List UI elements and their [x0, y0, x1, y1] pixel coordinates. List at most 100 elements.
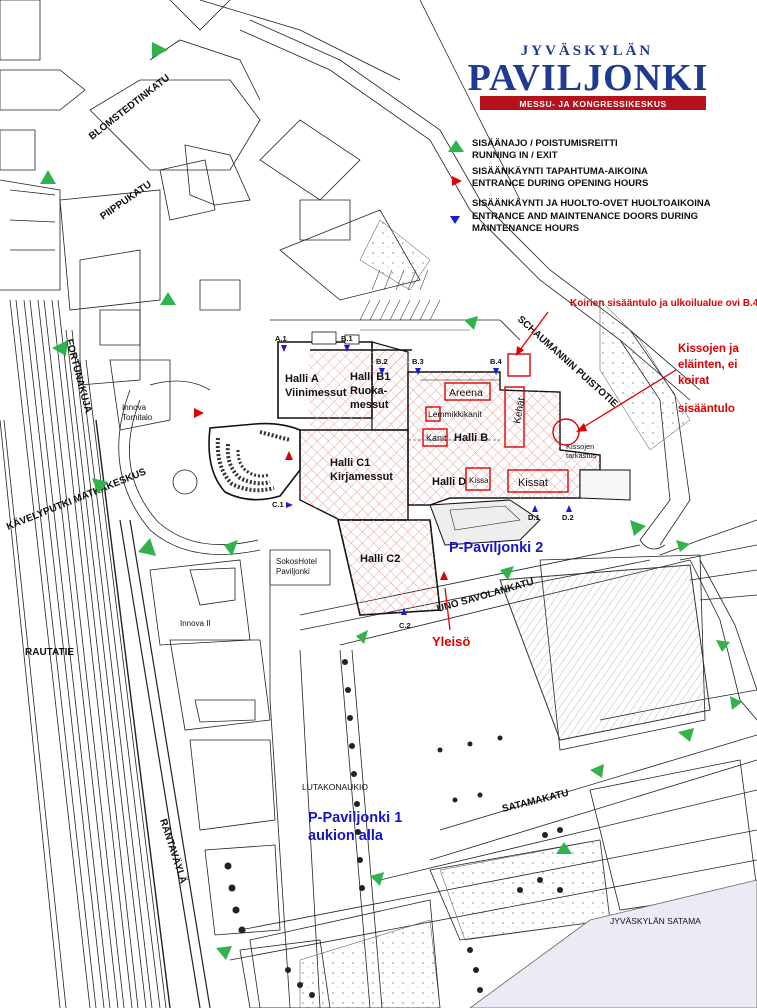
hall-labels: Halli A Viinimessut Halli B1 Ruoka- mess…	[285, 371, 488, 565]
note-kissojen-1: Kissojen ja	[678, 343, 739, 355]
logo-sub: MESSU- JA KONGRESSIKESKUS	[519, 99, 666, 109]
note-kissojen-3: koirat	[678, 375, 709, 387]
red-triangle-icon	[285, 451, 293, 460]
zone-labels: Areena Lemmikkikanit Kanit Kehät Kissa K…	[426, 387, 597, 489]
street-rantavayla: RANTAVÄYLÄ	[157, 817, 190, 885]
blue-triangle-icon	[566, 505, 572, 512]
public-entrances	[194, 408, 448, 580]
note-kissojen-arrow	[581, 369, 677, 429]
sokos-2: Paviljonki	[276, 567, 310, 576]
green-triangle-icon	[500, 566, 514, 580]
sokos-1: SokosHotel	[276, 557, 317, 566]
green-triangle-icon	[224, 540, 238, 556]
parking-lot-p2	[499, 564, 711, 741]
street-jyvaskylan-satama: JYVÄSKYLÄN SATAMA	[610, 916, 701, 926]
plaza	[118, 380, 261, 555]
green-triangle-icon	[52, 340, 68, 356]
zone-lemmikkikanit	[425, 406, 441, 422]
parking-labels: P-Paviljonki 2 P-Paviljonki 1 aukion all…	[308, 540, 543, 844]
blue-triangle-icon	[493, 368, 499, 375]
street-kavelyputki: KÄVELYPUTKI MATKAKESKUS	[4, 465, 148, 533]
zone-kehat	[504, 386, 525, 448]
trees	[224, 659, 563, 998]
hall-b-title: Halli B	[454, 432, 488, 444]
door-c2-label: C.2	[399, 621, 411, 630]
innova-tornitalo-1: Innova	[122, 403, 147, 412]
door-b3-label: B.3	[412, 357, 424, 366]
blue-triangle-icon	[281, 345, 287, 352]
red-triangle-icon	[194, 408, 204, 418]
door-c1-label: C.1	[272, 500, 284, 509]
door-d1-label: D.1	[528, 513, 540, 522]
green-triangle-icon	[730, 696, 742, 710]
legend: SISÄÄNAJO / POISTUMISREITTI RUNNING IN /…	[448, 138, 711, 234]
harbor-water	[469, 879, 757, 1008]
hall-c1-subtitle: Kirjamessut	[330, 471, 393, 483]
green-triangle-icon	[152, 42, 168, 58]
street-rautatie: RAUTATIE	[25, 647, 74, 658]
label-kanit: Kanit	[426, 433, 447, 443]
green-triangle-icon	[92, 478, 108, 494]
zone-kissa	[465, 467, 491, 491]
green-triangle-icon	[556, 842, 572, 854]
logo-banner	[480, 96, 706, 110]
label-kissa: Kissa	[469, 476, 489, 485]
building-labels: Innova Tornitalo Innova II SokosHotel Pa…	[122, 403, 317, 628]
zone-boxes	[422, 382, 580, 493]
green-triangle-icon	[216, 946, 232, 960]
zone-kanit	[422, 428, 448, 447]
red-triangle-icon	[440, 571, 448, 580]
green-triangle-icon	[716, 640, 730, 652]
green-triangle-icon	[370, 872, 384, 886]
zone-areena	[444, 382, 491, 401]
green-triangle-icon	[40, 170, 56, 184]
red-triangle-icon	[452, 176, 462, 186]
blue-triangle-icon	[286, 502, 293, 508]
venue-building	[208, 331, 631, 616]
blue-triangle-icon	[450, 216, 460, 224]
drive-routes	[40, 42, 742, 960]
logo-top: JYVÄSKYLÄN	[521, 43, 654, 59]
p2-label: P-Paviljonki 2	[449, 540, 543, 556]
door-labels: A.1 B.1 B.2 B.3 B.4 C.1 C.2 D.1 D.2	[272, 334, 574, 630]
p1-label-1: P-Paviljonki 1	[308, 810, 402, 826]
label-kissojen-2: tarkastus	[566, 451, 597, 460]
label-kissojen-1: Kissojen	[566, 442, 594, 451]
legend-3-line3: MAINTENANCE HOURS	[472, 223, 579, 234]
door-d2-label: D.2	[562, 513, 574, 522]
label-areena: Areena	[449, 387, 483, 399]
door-b1-label: B.1	[341, 334, 353, 343]
door-b2-label: B.2	[376, 357, 388, 366]
zone-kissojen-circle	[552, 418, 580, 446]
innova-ii: Innova II	[180, 619, 211, 628]
hall-b1-line2: Ruoka-	[350, 385, 388, 397]
legend-2-line2: ENTRANCE DURING OPENING HOURS	[472, 178, 648, 189]
street-piippukatu: PIIPPUKATU	[98, 179, 153, 222]
street-lutakonaukio: LUTAKONAUKIO	[302, 782, 368, 792]
green-triangle-icon	[676, 540, 690, 552]
blue-triangle-icon	[415, 368, 421, 375]
green-triangle-icon	[678, 728, 694, 742]
legend-2-line1: SISÄÄNKÄYNTI TAPAHTUMA-AIKOINA	[472, 166, 648, 177]
p1-label-2: aukion alla	[308, 828, 384, 844]
street-blomstedtinkatu: BLOMSTEDTINKATU	[87, 73, 172, 143]
hall-b1-line3: messut	[350, 399, 389, 411]
red-annotations: Koirien sisääntulo ja ulkoilualue ovi B.…	[432, 298, 757, 649]
hall-a-subtitle: Viinimessut	[285, 387, 347, 399]
street-satamakatu: SATAMAKATU	[501, 788, 570, 815]
note-koirien: Koirien sisääntulo ja ulkoilualue ovi B.…	[570, 298, 757, 309]
green-triangle-icon	[630, 520, 646, 536]
green-triangle-icon	[590, 764, 604, 778]
hall-a-title: Halli A	[285, 373, 319, 385]
note-kissojen-2: eläinten, ei	[678, 359, 737, 371]
green-triangle-icon	[160, 292, 176, 305]
door-b4-label: B.4	[490, 357, 503, 366]
legend-3-line1: SISÄÄNKÄYNTI JA HUOLTO-OVET HUOLTOAIKOIN…	[472, 198, 711, 209]
label-kehat: Kehät	[512, 397, 527, 425]
note-yleiso: Yleisö	[432, 634, 470, 649]
door-a1-label: A.1	[275, 334, 287, 343]
maintenance-doors	[281, 345, 572, 615]
hall-b1-title: Halli B1	[350, 371, 390, 383]
